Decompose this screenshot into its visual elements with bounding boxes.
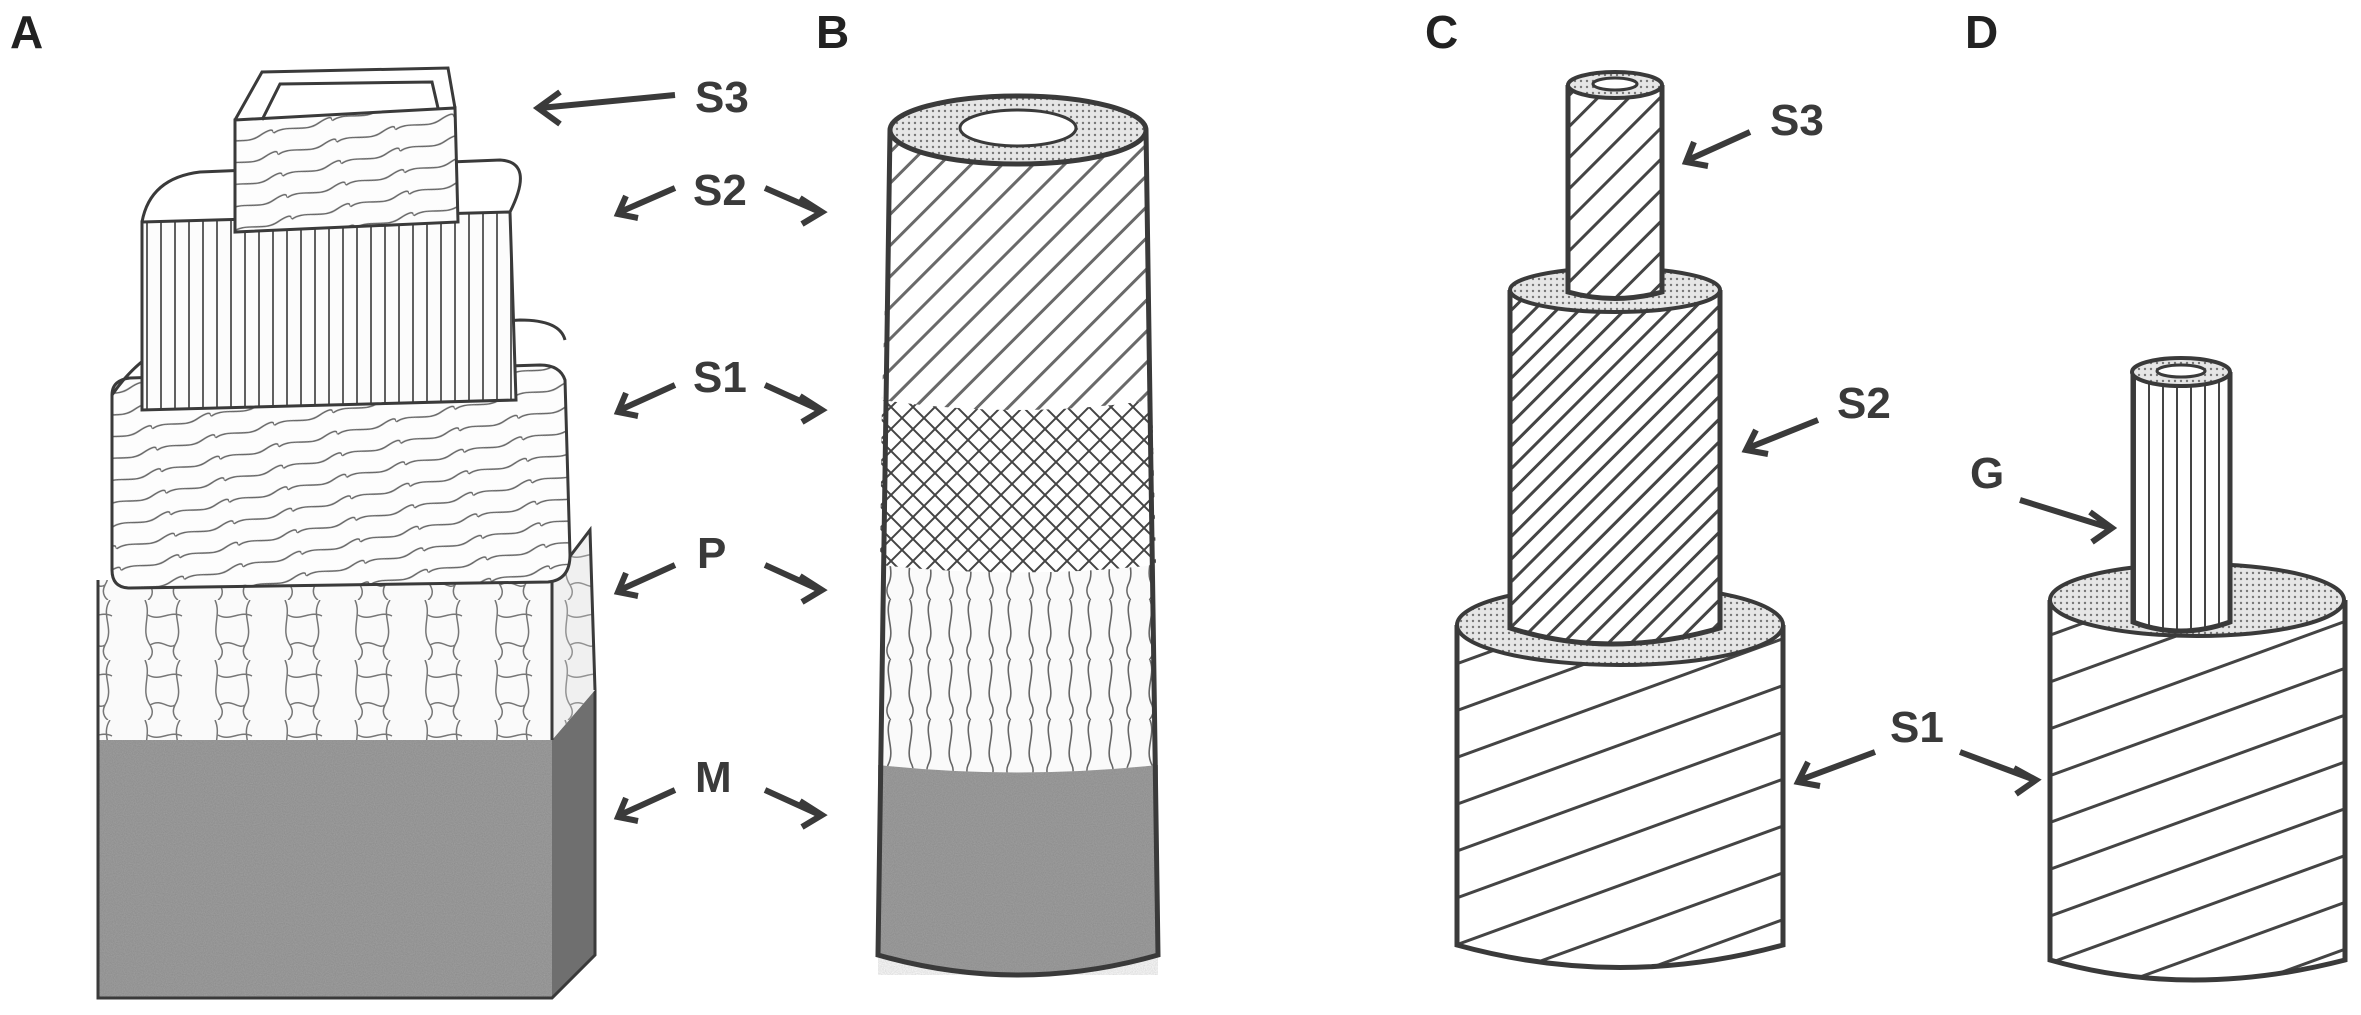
panel-a-layer-s3 — [233, 66, 460, 234]
panel-b-cylinder-model — [875, 93, 1161, 978]
panel-a-layer-s1 — [110, 318, 572, 590]
panel-d-layer-g — [2130, 356, 2233, 634]
ab-labels: S3 S2 S1 P M — [532, 73, 828, 830]
panel-b-layer-s1 — [880, 395, 1156, 573]
panel-b-layer-m — [878, 760, 1158, 975]
panel-b-layer-s2 — [882, 130, 1152, 410]
arrow-s2-right — [763, 185, 828, 227]
label-s3-ab: S3 — [695, 73, 749, 122]
arrow-s2-left — [613, 185, 677, 221]
panel-a-layer-p — [96, 525, 597, 740]
arrow-s1-right — [763, 382, 828, 425]
panel-b-layer-p — [878, 560, 1158, 773]
arrow-g-d — [2019, 497, 2118, 545]
panel-c-model — [1454, 70, 1786, 970]
cd-labels: S3 S2 G S1 — [1681, 96, 2118, 797]
arrow-s1-c — [1793, 749, 1877, 789]
panel-c-layer-s2 — [1507, 266, 1723, 647]
panel-a-layer-m — [96, 690, 597, 1000]
panel-d-model — [2047, 356, 2348, 983]
panel-d-layer-s1 — [2047, 562, 2348, 983]
arrow-s2-c — [1741, 417, 1820, 457]
panel-letter-a: A — [10, 6, 43, 58]
arrow-s3-c — [1681, 129, 1752, 169]
label-s2-c: S2 — [1837, 379, 1891, 428]
arrow-s3-left — [532, 89, 676, 127]
panel-a-square-model — [96, 66, 597, 1000]
arrow-m-right — [763, 787, 828, 830]
label-s2-ab: S2 — [693, 166, 747, 215]
label-p-ab: P — [697, 529, 726, 578]
label-m-ab: M — [695, 753, 732, 802]
panel-letter-b: B — [816, 6, 849, 58]
arrow-m-left — [613, 787, 677, 824]
panel-b-layer-s3 — [890, 96, 1146, 164]
label-s3-c: S3 — [1770, 96, 1824, 145]
panel-a-layer-s2 — [140, 158, 522, 412]
arrow-s1-d — [1958, 749, 2042, 797]
panel-letter-c: C — [1425, 6, 1458, 58]
panel-c-layer-s3 — [1565, 70, 1665, 301]
arrow-s1-left — [613, 382, 677, 419]
arrow-p-left — [613, 562, 677, 599]
label-s1-cd: S1 — [1890, 703, 1944, 752]
label-g-d: G — [1970, 449, 2004, 498]
arrow-p-right — [763, 562, 828, 605]
panel-letter-d: D — [1965, 6, 1998, 58]
label-s1-ab: S1 — [693, 353, 747, 402]
